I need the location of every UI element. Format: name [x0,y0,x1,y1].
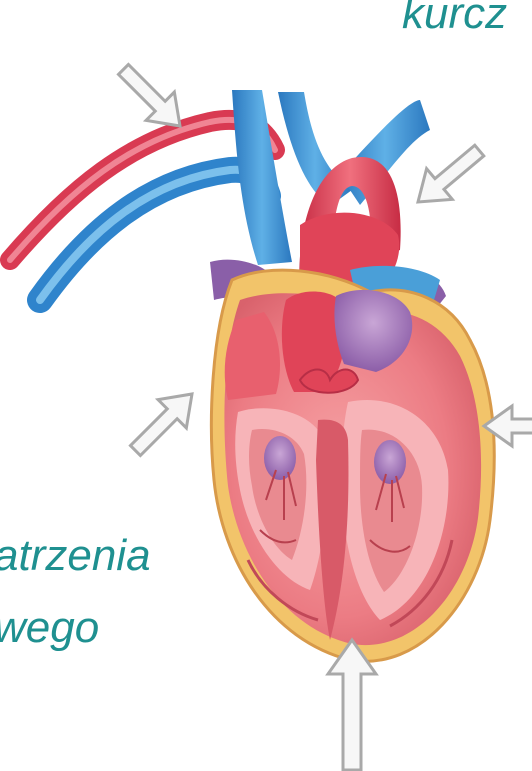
superior-vena-cava [232,90,292,265]
arrow-icon [121,380,206,465]
label-left-line1: atrzenia [0,534,151,578]
label-left-line2: wego [0,606,99,650]
tricuspid-cavity [264,436,296,480]
heart [211,270,494,661]
arrow-icon [109,55,194,140]
label-top-right: kurcz [402,0,507,36]
arrow-icon [405,135,492,217]
mitral-cavity [374,440,406,484]
vessels [10,90,446,316]
